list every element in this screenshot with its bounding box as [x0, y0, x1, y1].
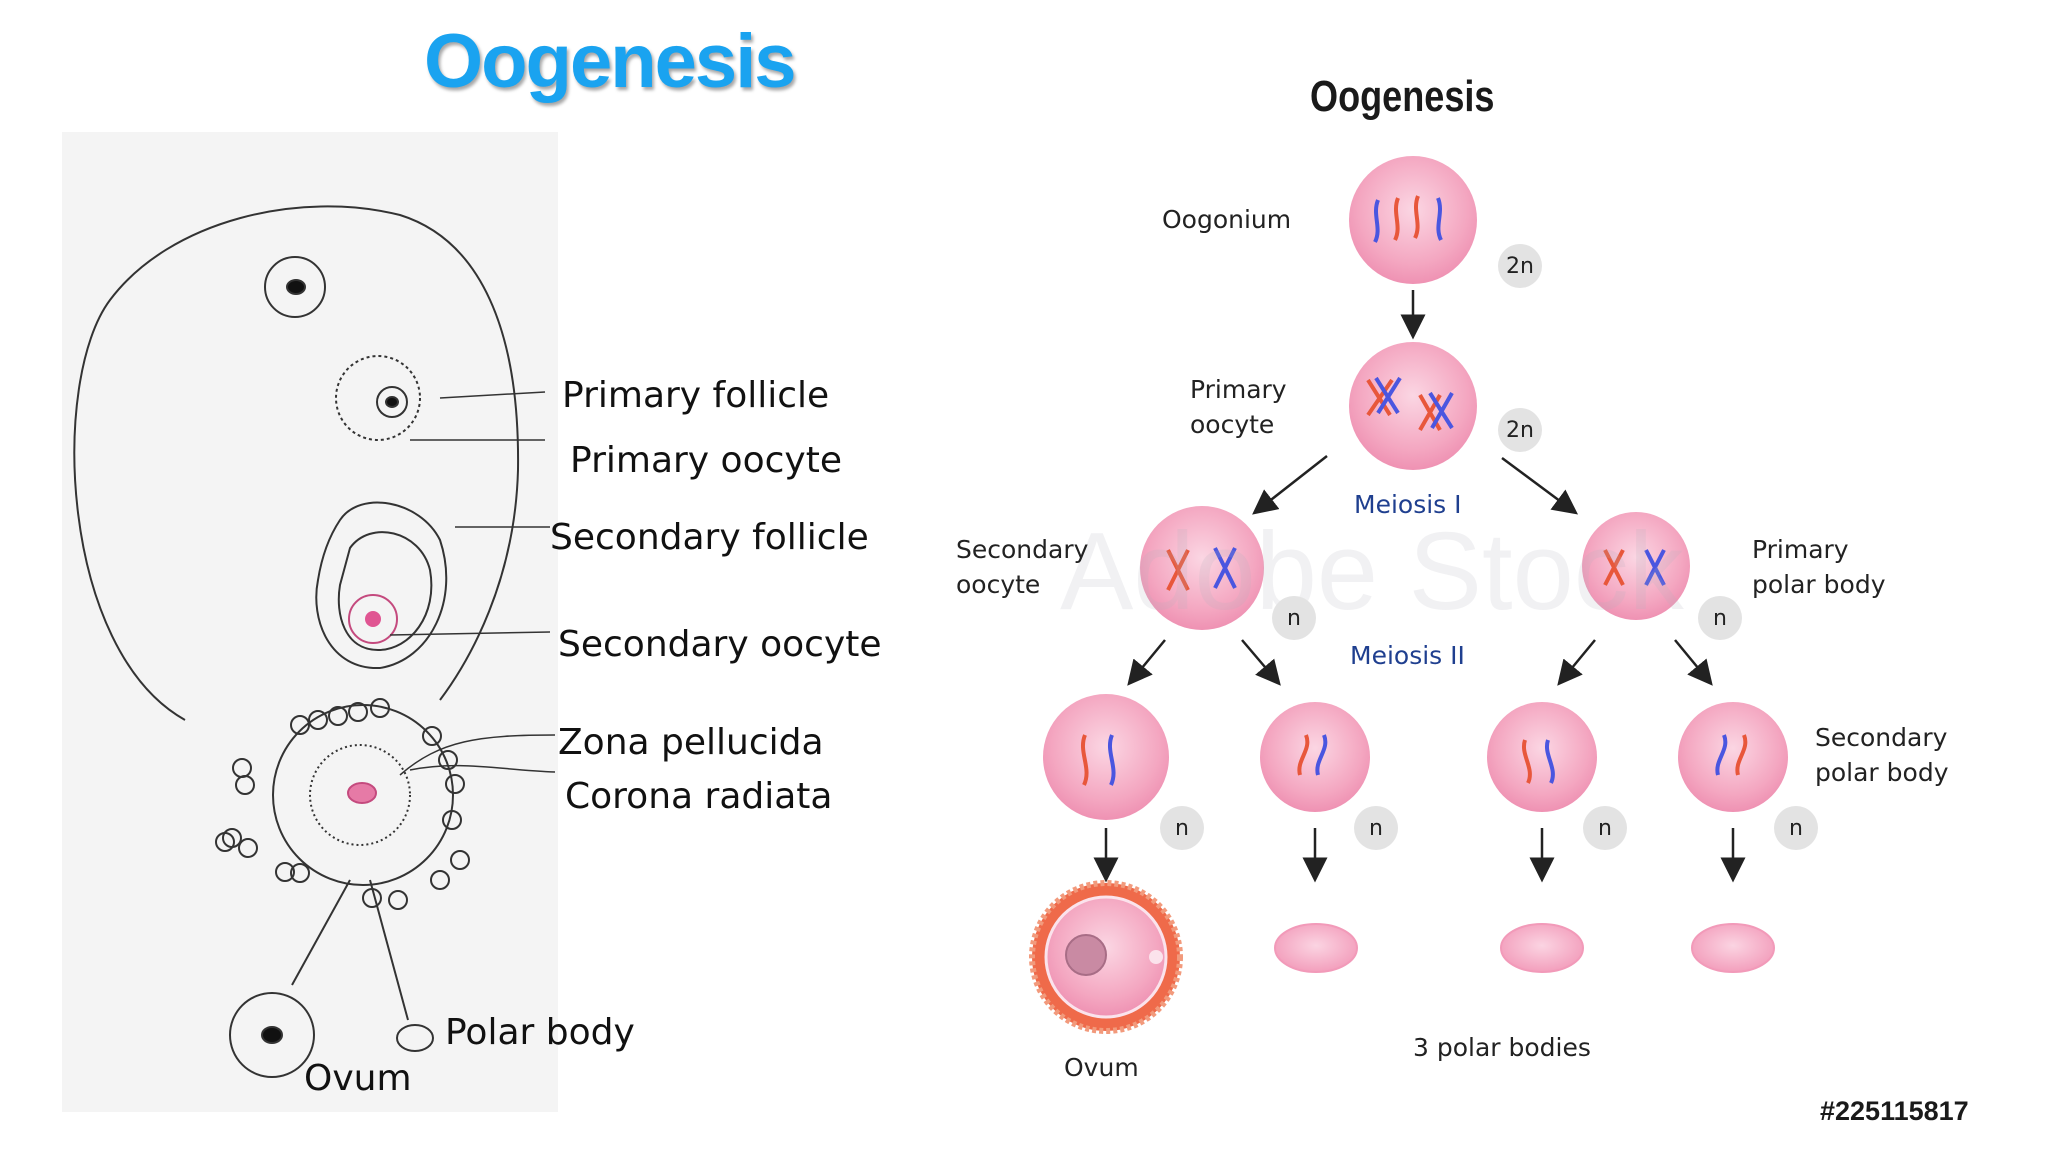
label-secondary-polar-body: Secondary polar body: [1815, 723, 1949, 787]
stock-image-id: #225115817: [1820, 1096, 1969, 1126]
label-oogonium: Oogonium: [1162, 205, 1292, 234]
oogonium-cell: [1349, 156, 1477, 284]
label-ovum: Ovum: [1064, 1053, 1139, 1082]
gamete-cell-3: [1487, 702, 1597, 812]
ovary-outline: [73, 205, 520, 721]
label-secondary-oocyte: Secondary oocyte: [558, 624, 882, 665]
ploidy-badge-gamete-2: n: [1354, 806, 1398, 850]
secondary-oocyte-sketch: [348, 594, 398, 644]
ploidy-badge-primary-oocyte: 2n: [1498, 408, 1542, 452]
right-diagram-title: Oogenesis: [1310, 72, 1495, 121]
label-meiosis-1: Meiosis I: [1354, 490, 1462, 519]
label-corona-radiata: Corona radiata: [565, 776, 833, 817]
primary-polar-body-cell: [1582, 512, 1690, 620]
primary-follicle-sketch: [335, 355, 421, 441]
polar-body-1: [1274, 923, 1358, 973]
gamete-cell-1: [1043, 694, 1169, 820]
slide-title: Oogenesis: [424, 19, 797, 104]
primordial-follicle: [264, 256, 326, 318]
gamete-cell-4: [1678, 702, 1788, 812]
stock-watermark: Adobe Stock: [1060, 510, 1684, 633]
ovum-sketch: [229, 992, 315, 1078]
hand-drawn-ovary-panel: [62, 132, 558, 1112]
ploidy-badge-gamete-1: n: [1160, 806, 1204, 850]
polar-body-sketch: [396, 1024, 434, 1052]
ploidy-badge-gamete-4: n: [1774, 806, 1818, 850]
label-primary-follicle: Primary follicle: [562, 375, 830, 416]
label-secondary-oocyte-stage: Secondary oocyte: [956, 535, 1089, 599]
corona-cells: [215, 698, 470, 910]
label-polar-body: Polar body: [445, 1012, 635, 1053]
primordial-nucleus: [286, 279, 306, 295]
polar-body-2: [1500, 923, 1584, 973]
leader-lines: [389, 391, 556, 776]
ploidy-badge-primary-polar-body: n: [1698, 596, 1742, 640]
arrows: [1093, 290, 1746, 883]
ploidy-badge-oogonium: 2n: [1498, 244, 1542, 288]
label-ovum-sketch: Ovum: [304, 1058, 412, 1099]
label-three-polar-bodies: 3 polar bodies: [1413, 1033, 1591, 1062]
ovum-cell: [1029, 880, 1183, 1034]
label-primary-oocyte-stage: Primary oocyte: [1190, 375, 1287, 439]
label-meiosis-2: Meiosis II: [1350, 641, 1465, 670]
ovary-sketch: [73, 205, 556, 1078]
gamete-cell-2: [1260, 702, 1370, 812]
label-primary-oocyte: Primary oocyte: [570, 440, 842, 481]
label-secondary-follicle: Secondary follicle: [550, 517, 869, 558]
label-zona-pellucida: Zona pellucida: [558, 722, 824, 763]
ploidy-badge-gamete-3: n: [1583, 806, 1627, 850]
polar-body-3: [1691, 923, 1775, 973]
ploidy-badge-secondary-oocyte: n: [1272, 596, 1316, 640]
secondary-oocyte-cell: [1140, 506, 1264, 630]
label-primary-polar-body: Primary polar body: [1752, 535, 1886, 599]
secondary-follicle-sketch: [315, 501, 448, 670]
polar-bodies: [1274, 923, 1775, 973]
primary-oocyte-cell: [1349, 342, 1477, 470]
